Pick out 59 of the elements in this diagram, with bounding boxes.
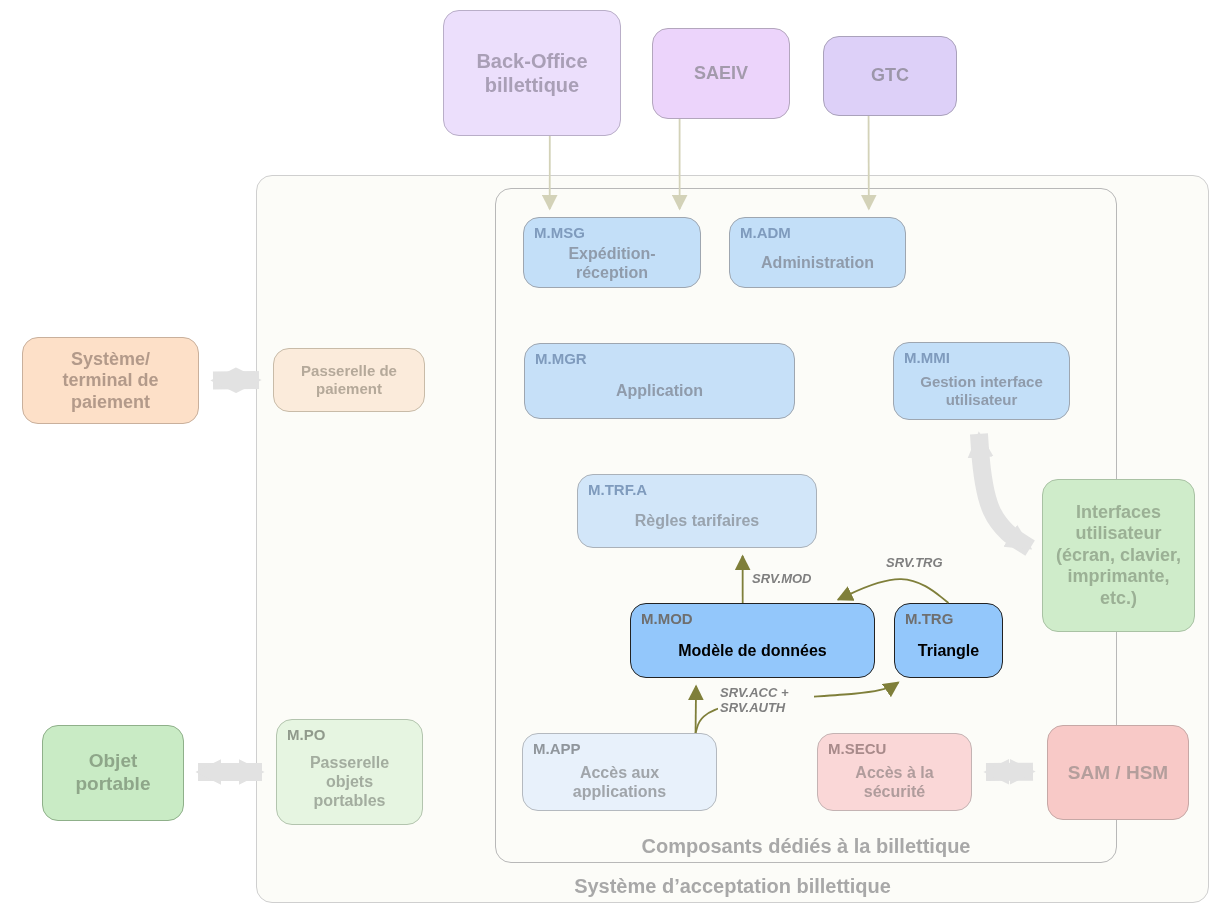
module-box: [729, 217, 906, 288]
module-name: Gestion interface utilisateur: [919, 373, 1044, 409]
container-title: Composants dédiés à la billettique: [640, 834, 972, 858]
module-box: [652, 28, 790, 119]
arrow: [541, 135, 558, 211]
module-box: [522, 733, 717, 811]
arrow: [860, 115, 877, 211]
module-name: Accès aux applications: [571, 762, 668, 802]
module-box: [577, 474, 817, 548]
double-arrow: [983, 758, 1036, 785]
module-name: Administration: [760, 252, 875, 273]
module-box: [894, 603, 1003, 678]
module-name: Expédition-réception: [567, 243, 657, 282]
module-name: Passerelle objets portables: [308, 753, 391, 811]
module-name: GTC: [870, 65, 910, 87]
module-box: [42, 725, 184, 821]
module-code: M.ADM: [740, 224, 791, 241]
module-box: [817, 733, 972, 811]
module-box: [523, 217, 701, 288]
module-name: Modèle de données: [677, 640, 828, 661]
module-name: Accès à la sécurité: [854, 762, 935, 802]
system-container: [256, 175, 1209, 903]
module-code: M.PO: [287, 726, 326, 743]
module-name: Application: [614, 381, 705, 401]
module-name: SAM / HSM: [1066, 761, 1170, 784]
module-name: Triangle: [916, 640, 981, 661]
module-box: [276, 719, 423, 825]
module-name: Back-Office billettique: [475, 49, 589, 97]
module-code: M.APP: [533, 740, 581, 757]
module-name: Interfaces utilisateur (écran, clavier, imprimante, etc.): [1054, 501, 1183, 610]
double-arrow: [195, 759, 265, 785]
module-box: [22, 337, 199, 424]
module-box: [524, 343, 795, 419]
module-box: [893, 342, 1070, 420]
module-name: Passerelle de paiement: [300, 362, 398, 398]
module-box: [1042, 479, 1195, 632]
arrow: [836, 578, 950, 604]
module-box: [630, 603, 875, 678]
arrow: [694, 681, 900, 734]
module-code: M.MMI: [904, 349, 950, 366]
module-code: M.MSG: [534, 224, 585, 241]
module-name: Objet portable: [74, 750, 152, 796]
module-name: Système/ terminal de paiement: [61, 348, 160, 413]
module-box: [443, 10, 621, 136]
module-name: Règles tarifaires: [633, 511, 761, 531]
module-code: M.TRF.A: [588, 481, 648, 498]
module-code: M.TRG: [905, 610, 954, 627]
arrow: [671, 118, 688, 211]
container-title: Système d’acceptation billettique: [573, 874, 892, 898]
double-arrow: [210, 367, 262, 394]
module-code: M.SECU: [828, 740, 887, 757]
module-box: [273, 348, 425, 412]
module-box: [823, 36, 957, 116]
module-name: SAEIV: [693, 62, 749, 85]
arrow: [734, 554, 751, 604]
module-code: M.MOD: [641, 610, 693, 627]
module-box: [1047, 725, 1189, 820]
module-code: M.MGR: [535, 350, 587, 367]
double-arrow: [967, 431, 1035, 556]
